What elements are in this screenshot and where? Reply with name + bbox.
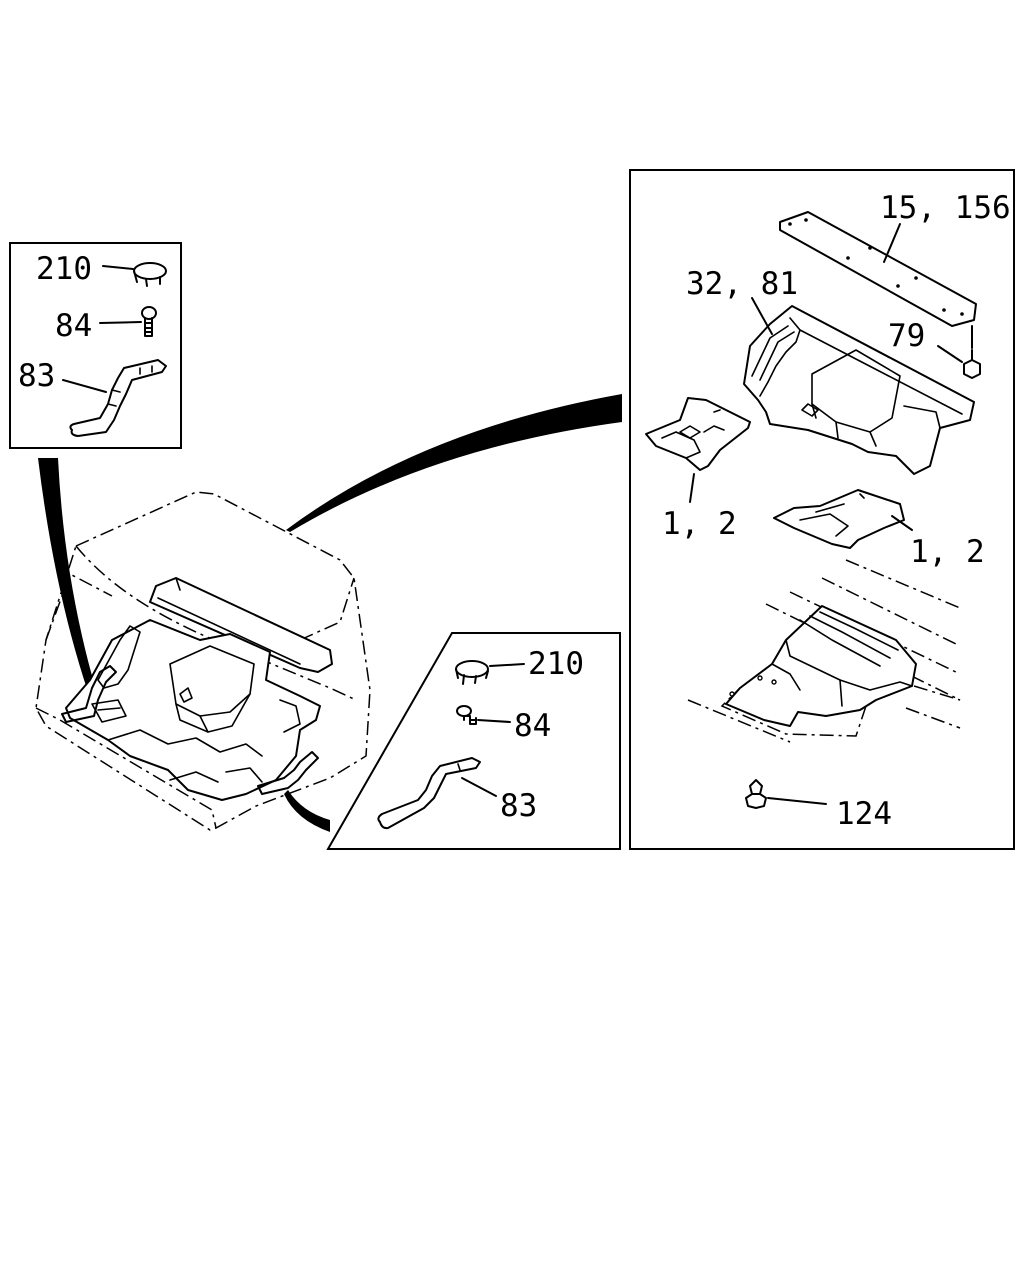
callout-15-156: 15, 156: [880, 190, 1011, 226]
callout-leader: [937, 345, 963, 363]
callout-leader: [767, 797, 827, 805]
right-small-detail-box: 210 84 83: [326, 632, 621, 850]
callout-leader: [689, 473, 695, 503]
left-detail-box: 210 84 83: [9, 242, 182, 449]
pointer-arrow-small: [284, 790, 330, 832]
bolt-part: [141, 306, 157, 337]
cab-floor-assembly: [35, 491, 371, 831]
callout-leader: [477, 719, 511, 723]
callout-210: 210: [528, 646, 584, 682]
right-floor-mat-part: [773, 489, 905, 549]
callout-124: 124: [836, 796, 892, 832]
bolt-part: [456, 705, 477, 725]
cap-part: [455, 660, 489, 685]
callout-1-2-left: 1, 2: [662, 506, 737, 542]
callout-84: 84: [514, 708, 551, 744]
callout-leader: [62, 379, 107, 393]
callout-84: 84: [55, 308, 92, 344]
rear-panel-part: [779, 211, 977, 327]
callout-leader: [751, 297, 773, 335]
callout-leader: [461, 777, 497, 797]
floor-insulator-part: [743, 305, 975, 475]
pointer-arrow-right: [286, 394, 622, 532]
callout-leader: [891, 515, 913, 531]
floor-reference-outline: [687, 559, 961, 743]
callout-32-81: 32, 81: [686, 266, 798, 302]
bracket-part: [69, 359, 167, 437]
clip-part: [963, 349, 981, 379]
right-detail-panel: 15, 156 79 32, 81: [629, 169, 1015, 850]
push-fastener-part: [745, 779, 767, 809]
callout-1-2-right: 1, 2: [910, 534, 985, 570]
callout-210: 210: [36, 251, 92, 287]
callout-leader: [489, 663, 525, 667]
callout-leader: [883, 223, 901, 263]
callout-leader: [102, 265, 134, 270]
bracket-part: [377, 757, 481, 830]
callout-83: 83: [500, 788, 537, 824]
callout-83: 83: [18, 358, 55, 394]
callout-79: 79: [888, 318, 925, 354]
cap-part: [133, 262, 167, 287]
callout-leader: [99, 321, 142, 324]
left-floor-mat-part: [645, 397, 751, 471]
